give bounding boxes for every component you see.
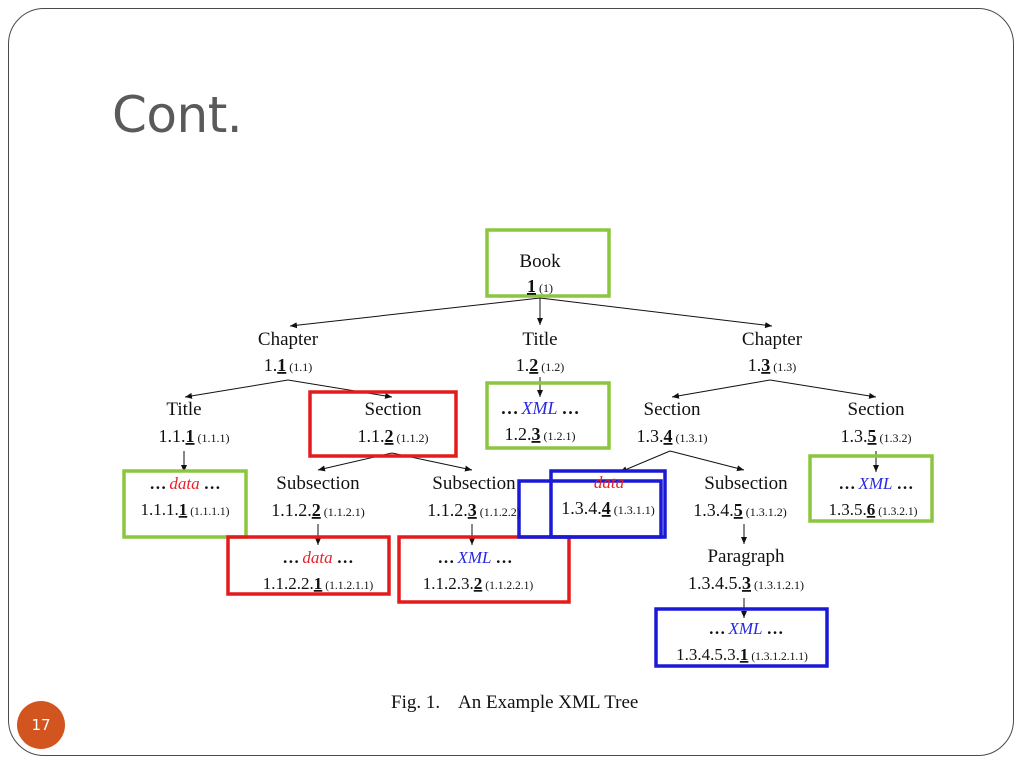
highlight-box-xml134531 <box>654 607 829 668</box>
node-label: Title <box>166 399 201 420</box>
node-label: Section <box>644 399 701 420</box>
node-xml-1-2-3: …XML… 1.2.3(1.2.1) <box>501 398 580 444</box>
edge-book-chapter3 <box>539 297 773 329</box>
node-id: 1.3.4.4(1.3.1.1) <box>561 498 655 518</box>
node-label: Title <box>522 329 557 350</box>
node-subsection-1-1-2-3: Subsection 1.1.2.3(1.1.2.2) <box>427 473 521 520</box>
slide-title: Cont. <box>112 86 243 144</box>
node-value: …data… <box>149 474 220 493</box>
edge-book-chapter1 <box>289 297 541 329</box>
node-id: 1.1.2.2(1.1.2.1) <box>271 500 365 520</box>
edge-section134-data <box>619 450 671 473</box>
node-label: Section <box>365 399 422 420</box>
node-section-1-3-4: Section 1.3.4(1.3.1) <box>637 399 708 446</box>
node-subsection-1-3-4-5: Subsection 1.3.4.5(1.3.1.2) <box>693 473 788 520</box>
node-id: 1.1.2.3.2(1.1.2.2.1) <box>423 574 534 593</box>
node-label: Subsection <box>276 473 360 494</box>
node-xml-1-3-4-5-3-1: …XML… 1.3.4.5.3.1(1.3.1.2.1.1) <box>676 619 808 664</box>
node-id: 1.1.1.1(1.1.1.1) <box>140 500 229 519</box>
node-value: data <box>594 473 624 492</box>
node-title-1-2: Title 1.2(1.2) <box>516 329 565 375</box>
edge-section134-subsec5 <box>669 450 745 472</box>
node-subsection-1-1-2-2: Subsection 1.1.2.2(1.1.2.1) <box>271 473 365 520</box>
node-chapter-1-3: Chapter 1.3(1.3) <box>742 329 803 375</box>
page-number-badge: 17 <box>17 701 65 749</box>
node-chapter-1-1: Chapter 1.1(1.1) <box>258 329 319 375</box>
edge-chapter3-section4 <box>671 379 771 399</box>
node-id: 1.3.4.5.3(1.3.1.2.1) <box>688 573 804 593</box>
edge-chapter3-section5 <box>769 379 877 399</box>
node-id: 1.1.2.3(1.1.2.2) <box>427 500 521 520</box>
node-data-1-1-2-2-1: …data… 1.1.2.2.1(1.1.2.1.1) <box>263 548 374 593</box>
node-id: 1.3.5.6(1.3.2.1) <box>828 500 917 519</box>
node-section-1-3-5: Section 1.3.5(1.3.2) <box>841 399 912 446</box>
node-data-1-3-4-4: data 1.3.4.4(1.3.1.1) <box>561 473 655 518</box>
tree-nodes: Book 1(1) Chapter 1.1(1.1) Title 1.2(1.2… <box>140 251 917 664</box>
node-id: 1.3(1.3) <box>748 355 797 375</box>
node-xml-1-3-5-6: …XML… 1.3.5.6(1.3.2.1) <box>828 474 917 519</box>
node-title-1-1-1: Title 1.1.1(1.1.1) <box>159 399 230 446</box>
edge-chapter1-section <box>287 379 393 399</box>
node-label: Paragraph <box>707 546 785 567</box>
highlight-box-xml1356 <box>808 454 934 523</box>
highlight-box-data1344-b <box>549 469 667 539</box>
node-data-1-1-1-1: …data… 1.1.1.1(1.1.1.1) <box>140 474 229 519</box>
highlight-box-xml123 <box>485 381 611 450</box>
node-paragraph-1-3-4-5-3: Paragraph 1.3.4.5.3(1.3.1.2.1) <box>688 546 804 593</box>
node-id: 1.3.4(1.3.1) <box>637 426 708 446</box>
node-id: 1.1(1.1) <box>264 355 313 375</box>
highlight-box-book <box>485 228 611 298</box>
node-xml-1-1-2-3-2: …XML… 1.1.2.3.2(1.1.2.2.1) <box>423 548 534 593</box>
node-id: 1(1) <box>527 276 553 296</box>
node-value: …XML… <box>501 398 580 418</box>
node-book: Book 1(1) <box>519 251 561 296</box>
node-id: 1.3.4.5.3.1(1.3.1.2.1.1) <box>676 645 808 664</box>
node-id: 1.3.5(1.3.2) <box>841 426 912 446</box>
edge-chapter1-title <box>184 379 289 399</box>
node-id: 1.2.3(1.2.1) <box>505 424 576 444</box>
node-id: 1.1.2.2.1(1.1.2.1.1) <box>263 574 374 593</box>
highlight-box-section112 <box>308 390 458 458</box>
highlight-boxes <box>122 228 934 668</box>
node-label: Section <box>848 399 905 420</box>
node-value: …XML… <box>438 548 513 567</box>
node-section-1-1-2: Section 1.1.2(1.1.2) <box>358 399 429 446</box>
node-id: 1.1.2(1.1.2) <box>358 426 429 446</box>
highlight-box-data11221 <box>226 535 391 596</box>
node-value: …data… <box>282 548 353 567</box>
node-label: Book <box>519 251 561 272</box>
node-value: …XML… <box>709 619 784 638</box>
node-id: 1.2(1.2) <box>516 355 565 375</box>
node-label: Subsection <box>704 473 788 494</box>
node-label: Chapter <box>742 329 803 350</box>
node-value: …XML… <box>839 474 914 493</box>
highlight-box-xml11232 <box>397 535 571 604</box>
node-id: 1.1.1(1.1.1) <box>159 426 230 446</box>
figure-caption: Fig. 1. An Example XML Tree <box>391 692 639 713</box>
node-label: Subsection <box>432 473 516 494</box>
node-id: 1.3.4.5(1.3.1.2) <box>693 500 787 520</box>
highlight-box-data1111 <box>122 469 248 539</box>
node-label: Chapter <box>258 329 319 350</box>
